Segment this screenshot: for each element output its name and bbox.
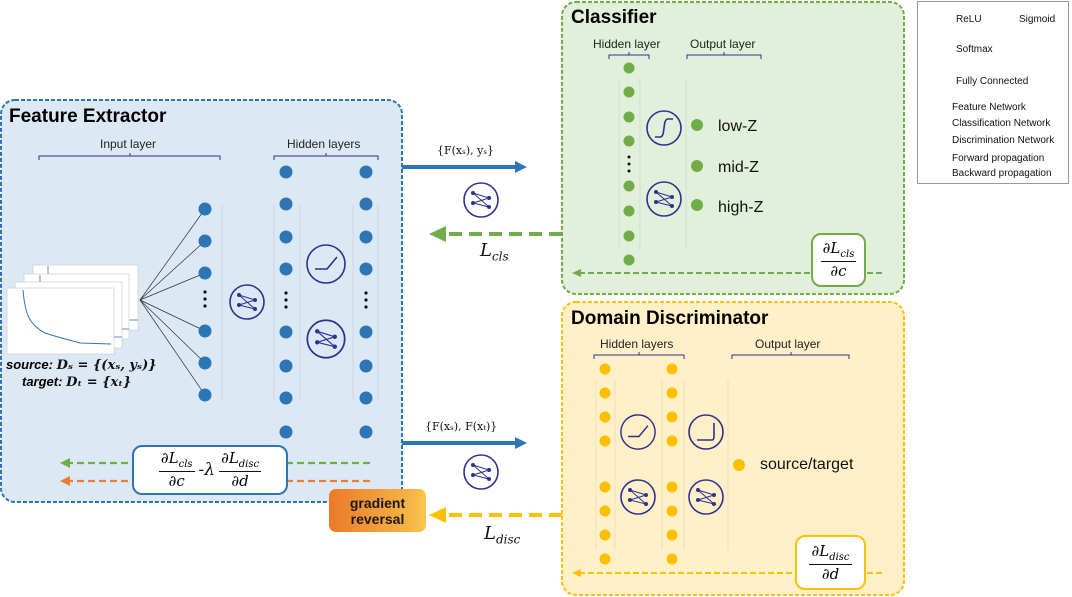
hidden-layers-bracket <box>273 153 379 160</box>
legend-backward-label: Backward propagation <box>952 168 1052 179</box>
loss-cls-label: Lcls <box>480 240 509 264</box>
input-fan-lines <box>139 208 206 396</box>
discriminator-title: Domain Discriminator <box>571 308 769 329</box>
dLcls-dc-fraction: ∂Lcls ∂c <box>158 449 195 491</box>
disc-hidden-2-nodes <box>666 363 678 565</box>
classifier-hidden-nodes <box>623 62 635 266</box>
legend-feature-network-label: Feature Network <box>952 102 1026 113</box>
disc-output-bracket <box>731 352 850 359</box>
feature-extractor-panel <box>0 99 403 503</box>
hidden-layer-2-nodes <box>359 165 373 439</box>
to-classifier-label: {F(xₛ), yₛ} <box>437 144 495 157</box>
legend-fully-connected-label: Fully Connected <box>956 76 1029 87</box>
target-expr: Dₜ = {xₜ} <box>66 375 132 390</box>
to-discriminator-label: {F(xₛ), F(xₜ)} <box>425 420 498 433</box>
source-expr: Dₛ = {(xₛ, yₛ)} <box>56 358 157 373</box>
input-ellipsis <box>203 290 207 308</box>
disc-output-layer-label: Output layer <box>755 337 821 351</box>
classifier-output-bracket <box>686 52 762 59</box>
target-dataset-label: target: Dₜ = {xₜ} <box>22 374 131 390</box>
combined-gradient-box: ∂Lcls ∂c -λ ∂Ldisc ∂d <box>132 445 288 495</box>
disc-column-guides <box>595 380 729 550</box>
disc-output-node <box>733 459 745 471</box>
legend: ReLU Sigmoid Softmax Fully Connected Fea… <box>917 1 1069 184</box>
dLcls-dc-fraction: ∂Lcls ∂c <box>820 239 857 281</box>
classifier-ellipsis <box>627 155 631 173</box>
loss-disc-label: Ldisc <box>484 523 521 547</box>
target-prefix: target: <box>22 374 63 389</box>
source-prefix: source: <box>6 357 53 372</box>
lambda-operator: -λ <box>198 460 216 480</box>
legend-discrimination-network-label: Discrimination Network <box>952 135 1055 146</box>
fully-connected-icon <box>463 454 499 490</box>
output-low-z: low-Z <box>718 118 758 135</box>
hidden-2-ellipsis <box>364 291 368 309</box>
classifier-output-layer-label: Output layer <box>690 37 756 51</box>
classifier-gradient-box: ∂Lcls ∂c <box>811 233 866 287</box>
hidden-1-ellipsis <box>284 291 288 309</box>
gradient-reversal-layer: gradient reversal <box>329 489 426 532</box>
classifier-hidden-layer-label: Hidden layer <box>593 37 661 51</box>
input-layer-bracket <box>38 153 221 160</box>
discriminator-panel <box>561 301 905 596</box>
dLdisc-dd-fraction: ∂Ldisc ∂d <box>219 449 262 491</box>
legend-softmax-label: Softmax <box>956 44 993 55</box>
hidden-layer-1-nodes <box>279 165 293 439</box>
input-layer-label: Input layer <box>100 137 157 151</box>
output-source-target: source/target <box>760 456 854 473</box>
legend-relu-label: ReLU <box>956 14 982 25</box>
classifier-panel <box>561 1 905 295</box>
output-mid-z: mid-Z <box>718 159 759 176</box>
disc-hidden-layers-label: Hidden layers <box>600 337 674 351</box>
hidden-layers-label: Hidden layers <box>287 137 361 151</box>
output-high-z: high-Z <box>718 199 764 216</box>
classifier-hidden-bracket <box>608 52 650 59</box>
disc-hidden-1-nodes <box>599 363 611 565</box>
legend-forward-label: Forward propagation <box>952 153 1045 164</box>
feature-extractor-title: Feature Extractor <box>9 106 167 127</box>
discriminator-gradient-box: ∂Ldisc ∂d <box>795 535 866 590</box>
classifier-title: Classifier <box>571 7 657 28</box>
feature-column-guides <box>221 205 379 400</box>
input-spectra-stack <box>6 264 139 355</box>
dLdisc-dd-fraction: ∂Ldisc ∂d <box>809 541 852 583</box>
input-layer-nodes <box>198 202 212 402</box>
legend-classification-network-label: Classification Network <box>952 118 1051 129</box>
classifier-column-guides <box>618 80 687 250</box>
classifier-output-nodes <box>691 119 703 211</box>
source-dataset-label: source: Dₛ = {(xₛ, yₛ)} <box>6 357 157 373</box>
disc-hidden-bracket <box>593 352 685 359</box>
legend-sigmoid-label: Sigmoid <box>1019 14 1056 25</box>
fully-connected-icon <box>463 182 499 218</box>
